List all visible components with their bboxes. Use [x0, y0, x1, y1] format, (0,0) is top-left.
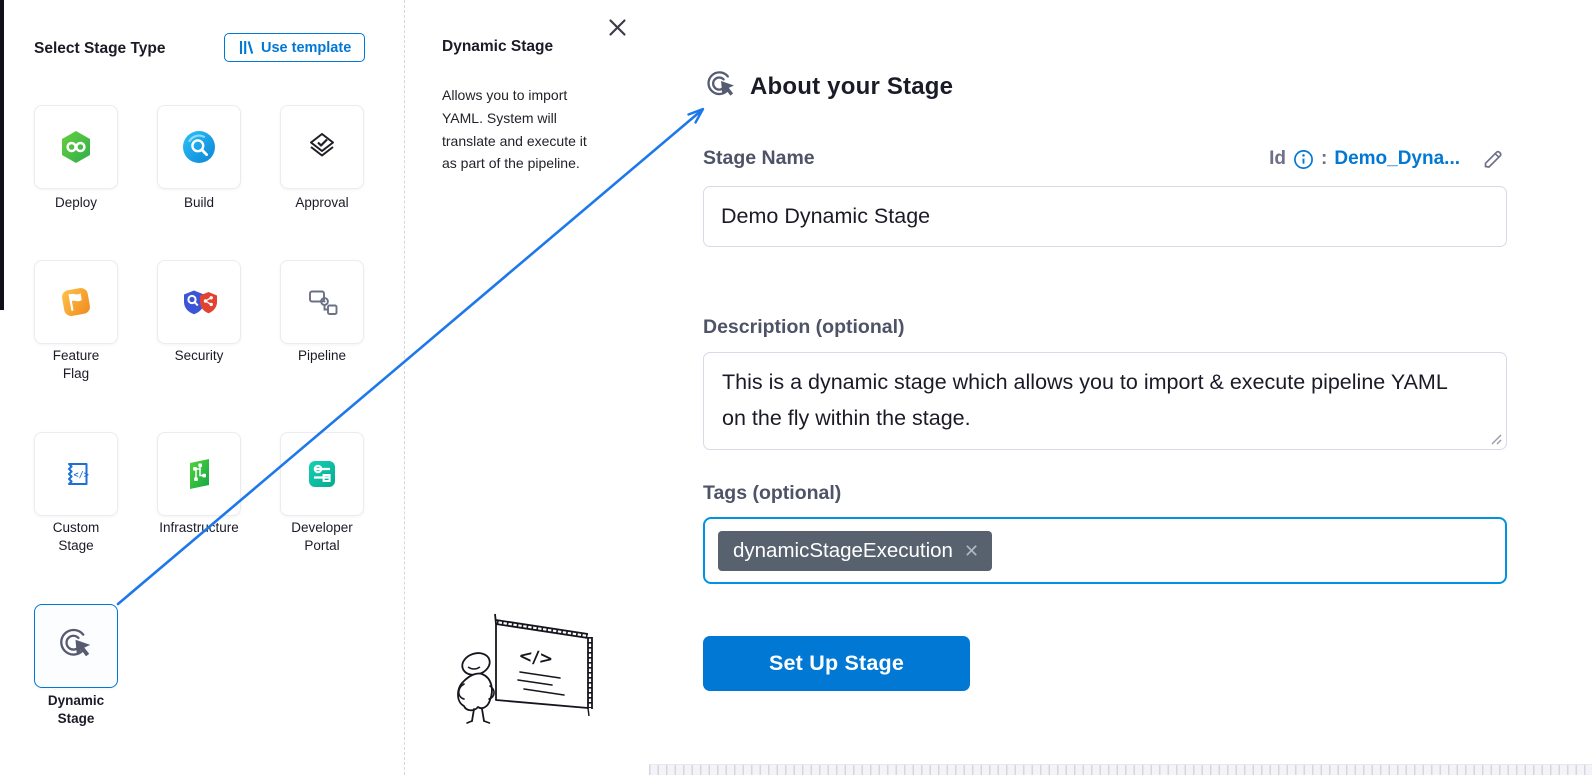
info-icon[interactable] — [1293, 149, 1314, 170]
description-text: This is a dynamic stage which allows you… — [722, 370, 1447, 430]
stage-tile-label: Infrastructure — [134, 519, 264, 537]
tag-chip-label: dynamicStageExecution — [733, 539, 953, 563]
stage-name-label: Stage Name — [703, 147, 815, 170]
stage-tile-label: Approval — [257, 194, 387, 212]
stage-tile-label: Security — [134, 347, 264, 365]
stage-tile-label: Custom Stage — [11, 519, 141, 554]
id-value[interactable]: Demo_Dyna... — [1334, 148, 1460, 170]
description-textarea[interactable]: This is a dynamic stage which allows you… — [703, 352, 1507, 450]
stage-tile-infrastructure[interactable] — [157, 432, 241, 516]
stage-tile-developer-portal[interactable] — [280, 432, 364, 516]
template-library-icon — [238, 39, 254, 56]
stage-tile-build[interactable] — [157, 105, 241, 189]
description-label: Description (optional) — [703, 316, 905, 339]
stage-tile-label: Feature Flag — [11, 347, 141, 382]
pencil-icon — [1481, 147, 1505, 171]
tags-input[interactable]: dynamicStageExecution ✕ — [703, 517, 1507, 584]
info-panel-description: Allows you to import YAML. System will t… — [442, 84, 604, 175]
approval-icon — [302, 127, 342, 167]
dynamic-stage-icon — [55, 625, 97, 667]
tags-label: Tags (optional) — [703, 482, 841, 505]
deploy-icon — [56, 127, 96, 167]
pipeline-icon — [302, 282, 342, 322]
stage-tile-label: Pipeline — [257, 347, 387, 365]
stage-id-row: Id : Demo_Dyna... — [1269, 147, 1505, 171]
feature-flag-icon — [56, 282, 96, 322]
stage-tile-dynamic-stage[interactable] — [34, 604, 118, 688]
svg-text:</>: </> — [517, 646, 554, 670]
stage-tile-label: Deploy — [11, 194, 141, 212]
security-icon — [178, 282, 220, 322]
dynamic-stage-icon — [703, 68, 740, 105]
stage-tile-label: Dynamic Stage — [11, 692, 141, 727]
select-stage-type-title: Select Stage Type — [34, 40, 166, 58]
infrastructure-icon — [179, 454, 219, 494]
panel-separator — [404, 0, 405, 775]
build-icon — [179, 127, 219, 167]
stage-tile-deploy[interactable] — [34, 105, 118, 189]
close-button[interactable] — [604, 14, 630, 40]
stage-tile-label: Build — [134, 194, 264, 212]
resize-handle-icon[interactable] — [1488, 431, 1502, 445]
use-template-button[interactable]: Use template — [224, 33, 365, 62]
stage-tile-feature-flag[interactable] — [34, 260, 118, 344]
close-icon — [608, 18, 627, 37]
custom-stage-icon: </> — [56, 454, 96, 494]
stage-tile-pipeline[interactable] — [280, 260, 364, 344]
stage-tile-label: Developer Portal — [257, 519, 387, 554]
developer-portal-icon — [302, 454, 342, 494]
id-label: Id — [1269, 148, 1286, 170]
remove-tag-icon[interactable]: ✕ — [964, 542, 979, 560]
stage-name-input[interactable] — [703, 186, 1507, 247]
edit-id-button[interactable] — [1481, 147, 1505, 171]
about-stage-header: About your Stage — [703, 68, 953, 105]
tag-chip: dynamicStageExecution ✕ — [718, 531, 992, 571]
stage-tile-security[interactable] — [157, 260, 241, 344]
about-stage-title: About your Stage — [750, 73, 953, 101]
svg-text:</>: </> — [74, 471, 89, 481]
whiteboard-illustration: </> — [448, 608, 613, 743]
id-colon: : — [1321, 148, 1327, 170]
canvas-edge-strip — [0, 0, 4, 310]
set-up-stage-button[interactable]: Set Up Stage — [703, 636, 970, 691]
canvas-ruler-strip — [649, 764, 1592, 775]
info-panel-title: Dynamic Stage — [442, 38, 553, 56]
use-template-label: Use template — [261, 40, 351, 56]
stage-tile-custom-stage[interactable]: </> — [34, 432, 118, 516]
stage-tile-approval[interactable] — [280, 105, 364, 189]
